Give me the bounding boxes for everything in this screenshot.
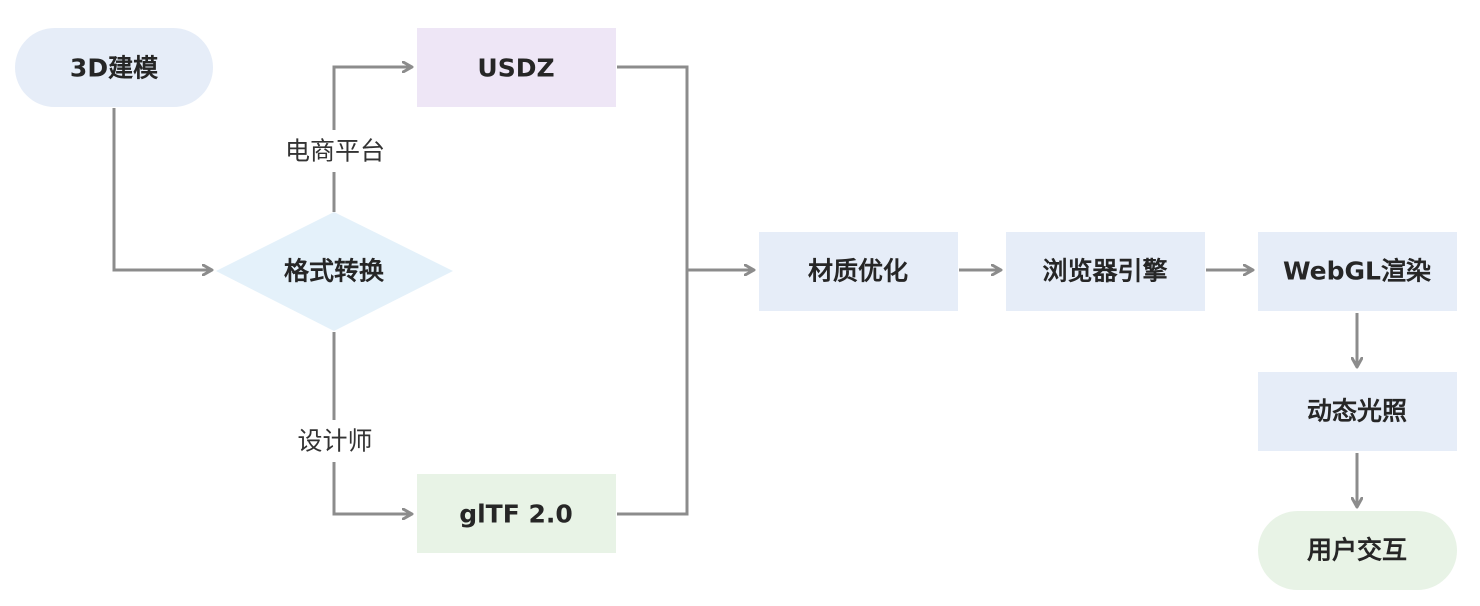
node-interaction[interactable]: 用户交互: [1258, 511, 1457, 590]
node-material[interactable]: 材质优化: [759, 232, 958, 311]
node-webgl-label: WebGL渲染: [1283, 257, 1431, 286]
node-start[interactable]: 3D建模: [15, 28, 213, 107]
node-lighting-label: 动态光照: [1307, 397, 1407, 426]
node-webgl[interactable]: WebGL渲染: [1258, 232, 1457, 311]
node-material-label: 材质优化: [808, 257, 908, 286]
edge-start-to-decision: [112, 108, 212, 270]
node-decision-label: 格式转换: [284, 257, 385, 286]
node-usdz[interactable]: USDZ: [417, 28, 616, 107]
edge-decision-to-gltf: [332, 332, 412, 514]
node-gltf[interactable]: glTF 2.0: [417, 474, 616, 553]
node-decision[interactable]: 格式转换: [216, 212, 453, 331]
edge-label-designer-text: 设计师: [297, 427, 372, 456]
edge-label-designer: 设计师: [288, 420, 382, 462]
node-lighting[interactable]: 动态光照: [1258, 372, 1457, 451]
edge-label-ecommerce-text: 电商平台: [285, 137, 385, 166]
node-usdz-label: USDZ: [477, 54, 554, 83]
node-gltf-label: glTF 2.0: [459, 500, 573, 529]
node-interaction-label: 用户交互: [1307, 536, 1407, 565]
edge-label-ecommerce: 电商平台: [276, 130, 394, 172]
node-browser[interactable]: 浏览器引擎: [1006, 232, 1205, 311]
edge-gltf-to-material: [617, 270, 754, 516]
node-start-label: 3D建模: [70, 54, 159, 83]
node-browser-label: 浏览器引擎: [1042, 257, 1167, 286]
edge-usdz-to-material: [617, 65, 689, 270]
